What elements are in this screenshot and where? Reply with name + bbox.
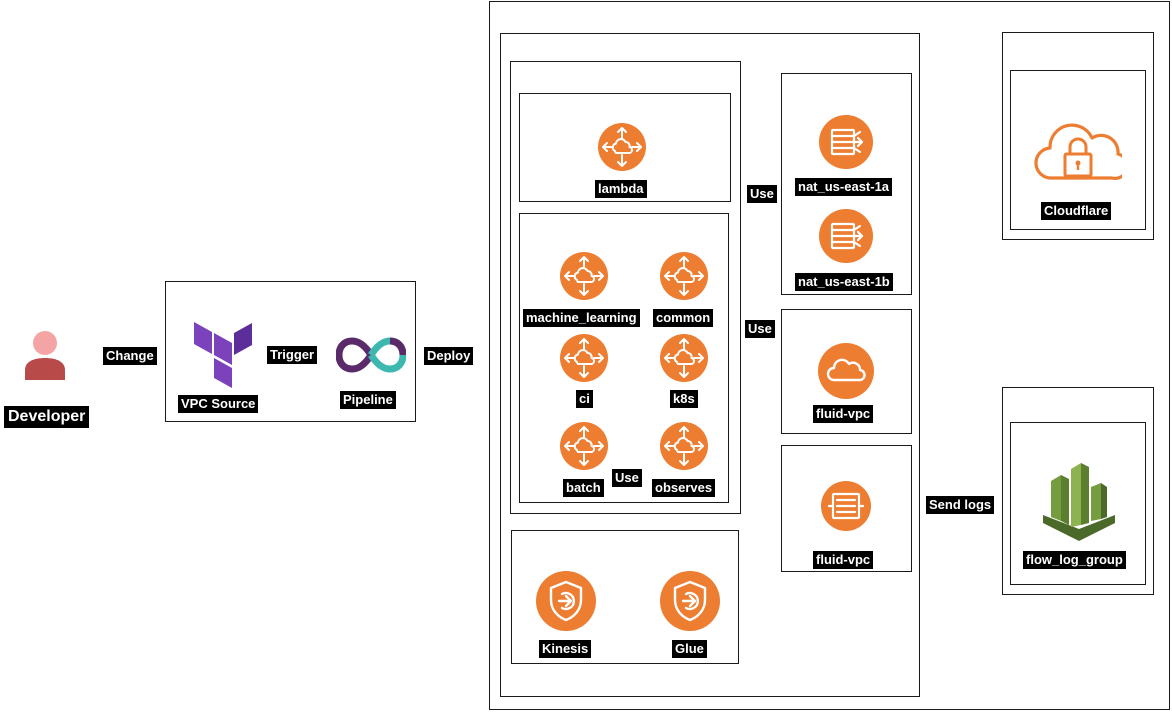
cloud-lock-icon bbox=[1034, 108, 1122, 194]
flow-log-group-label: flow_log_group bbox=[1023, 551, 1126, 569]
infinity-pipeline-icon bbox=[336, 336, 406, 374]
nat-gateway-icon bbox=[818, 208, 874, 264]
endpoint-shield-icon bbox=[535, 570, 597, 632]
router-icon bbox=[659, 421, 709, 471]
lambda-label: lambda bbox=[595, 180, 647, 198]
edge-send-logs-label: Send logs bbox=[926, 496, 995, 514]
subnet-batch-label: batch bbox=[563, 479, 604, 497]
subnet-machine-learning-label: machine_learning bbox=[523, 309, 640, 327]
router-icon bbox=[597, 122, 647, 172]
user-icon bbox=[23, 330, 67, 380]
developer-label: Developer bbox=[4, 406, 90, 428]
subnet-ci-label: ci bbox=[576, 390, 593, 408]
edge-use-inner-label: Use bbox=[612, 469, 642, 487]
router-icon bbox=[659, 333, 709, 383]
kinesis-label: Kinesis bbox=[539, 640, 592, 658]
router-icon bbox=[559, 333, 609, 383]
router-icon bbox=[659, 251, 709, 301]
cloudflare-label: Cloudflare bbox=[1041, 202, 1112, 220]
subnet-common-label: common bbox=[653, 309, 714, 327]
nat-us-east-1a-label: nat_us-east-1a bbox=[795, 178, 893, 196]
subnet-observes-label: observes bbox=[652, 479, 716, 497]
nat-us-east-1b-label: nat_us-east-1b bbox=[795, 273, 893, 291]
fluid-vpc-cloud-label: fluid-vpc bbox=[813, 405, 874, 423]
edge-trigger-label: Trigger bbox=[267, 346, 318, 364]
nat-gateway-icon bbox=[818, 114, 874, 170]
flow-logs-icon bbox=[820, 480, 872, 532]
edge-use-vpc-label: Use bbox=[745, 320, 775, 338]
subnet-k8s-label: k8s bbox=[670, 390, 698, 408]
edge-change-label: Change bbox=[103, 347, 157, 365]
fluid-vpc-flowlogs-label: fluid-vpc bbox=[813, 551, 874, 569]
pipeline-label: Pipeline bbox=[340, 391, 396, 409]
router-icon bbox=[559, 421, 609, 471]
router-icon bbox=[559, 251, 609, 301]
edge-use-nat-label: Use bbox=[747, 185, 777, 203]
cloudwatch-icon bbox=[1043, 463, 1115, 541]
endpoint-shield-icon bbox=[659, 570, 721, 632]
terraform-icon bbox=[194, 322, 252, 388]
edge-deploy-label: Deploy bbox=[424, 347, 474, 365]
vpc-cloud-icon bbox=[817, 342, 875, 400]
vpc-source-label: VPC Source bbox=[178, 395, 259, 413]
glue-label: Glue bbox=[672, 640, 707, 658]
